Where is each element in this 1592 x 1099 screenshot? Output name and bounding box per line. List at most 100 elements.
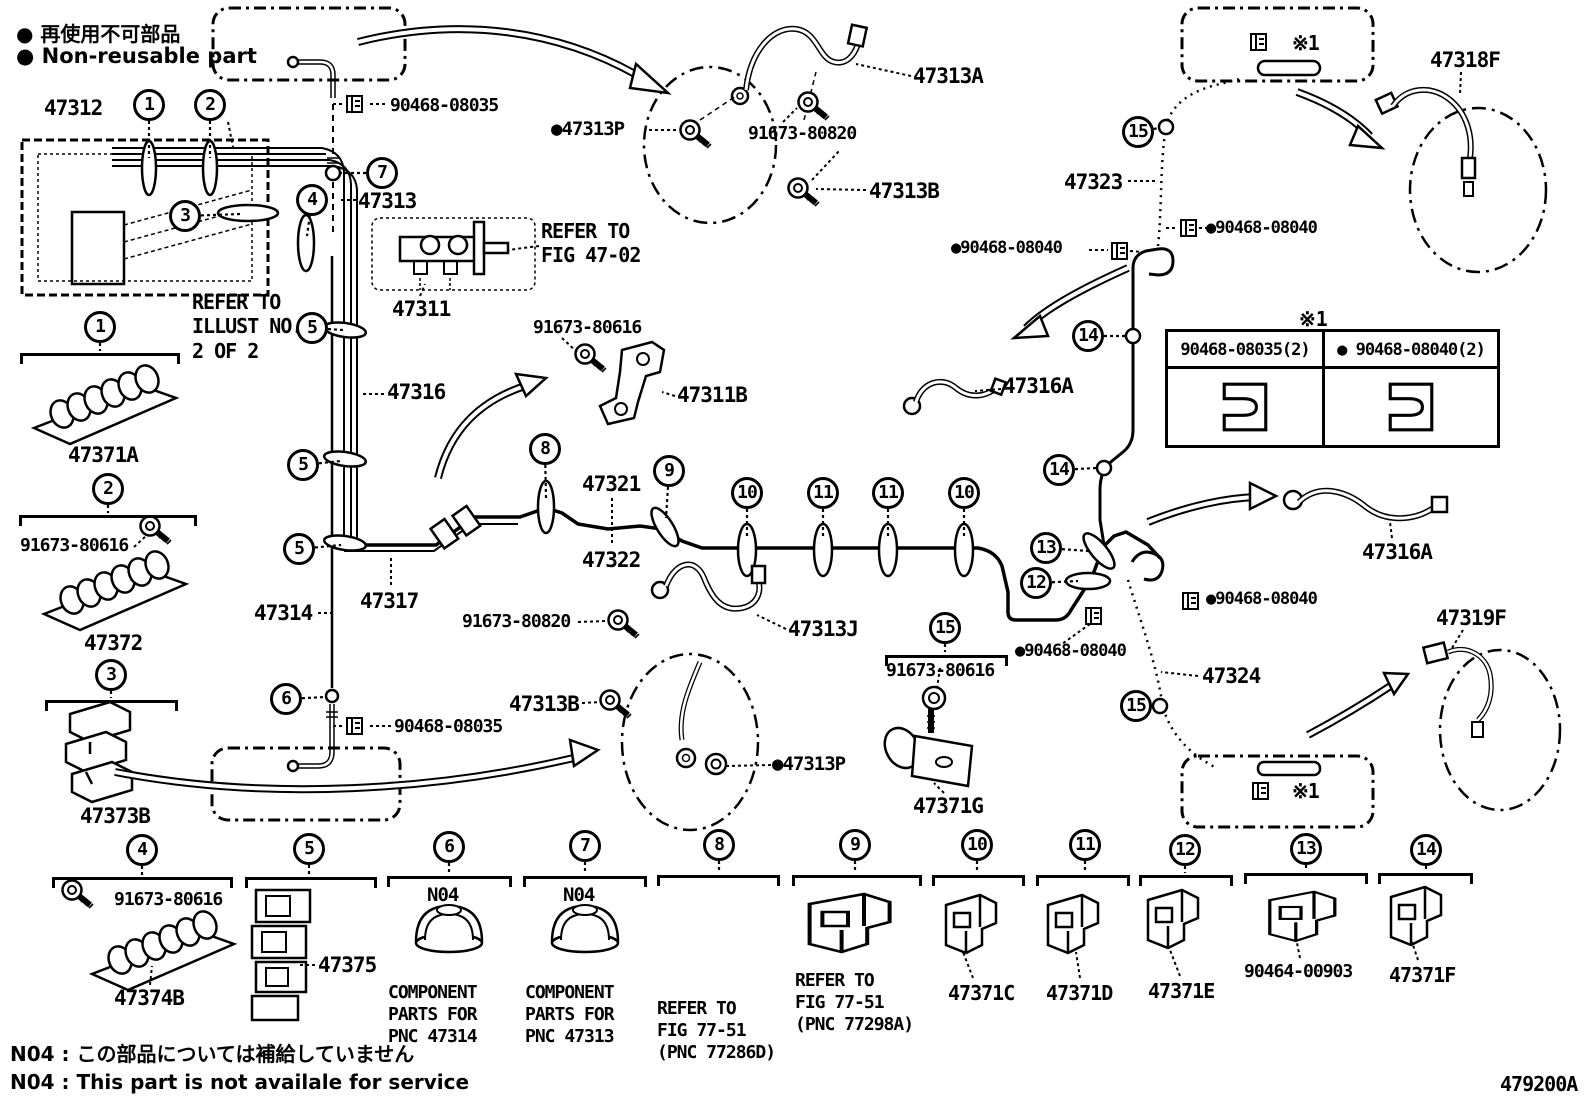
part-90468-08035-top[interactable]: 90468-08035	[390, 95, 499, 116]
part-47316A-upper[interactable]: 47316A	[1003, 374, 1074, 398]
callout-11[interactable]: 11	[807, 477, 839, 509]
callout-10[interactable]: 10	[961, 829, 993, 861]
callout-3[interactable]: 3	[169, 200, 201, 232]
part-90468-08035-low[interactable]: 90468-08035	[394, 716, 503, 737]
retainer-col1-label[interactable]: 90468-08035(2)	[1168, 332, 1322, 369]
part-91673-80616-15[interactable]: 91673-80616	[886, 660, 995, 681]
part-47313B-top[interactable]: 47313B	[869, 179, 940, 203]
ref-mark-bottom-box: ※1	[1292, 779, 1320, 803]
part-90464-00903[interactable]: 90464-00903	[1244, 961, 1353, 982]
part-47322[interactable]: 47322	[582, 548, 641, 572]
callout-15[interactable]: 15	[929, 612, 961, 644]
part-47311[interactable]: 47311	[392, 297, 451, 321]
part-47371G[interactable]: 47371G	[913, 794, 984, 818]
callout-8[interactable]: 8	[703, 829, 735, 861]
group-bracket-1	[19, 515, 197, 526]
callout-12[interactable]: 12	[1020, 567, 1052, 599]
group-bracket-0	[20, 353, 180, 364]
part-47313B-low[interactable]: 47313B	[509, 692, 580, 716]
part-90468-08040-center[interactable]: ●90468-08040	[1015, 641, 1127, 661]
callout-11[interactable]: 11	[872, 477, 904, 509]
part-90468-08040-topright[interactable]: ●90468-08040	[1206, 218, 1318, 238]
callout-14[interactable]: 14	[1072, 320, 1104, 352]
part-90468-08040-mid[interactable]: ●90468-08040	[951, 238, 1063, 258]
callout-7[interactable]: 7	[366, 157, 398, 189]
callout-2[interactable]: 2	[92, 473, 124, 505]
note-component-47313: COMPONENT PARTS FOR PNC 47313	[525, 982, 615, 1047]
callout-1[interactable]: 1	[84, 311, 116, 343]
part-47317[interactable]: 47317	[360, 589, 419, 613]
group-bracket-13	[1378, 873, 1473, 884]
part-90468-08040-lowright[interactable]: ●90468-08040	[1206, 589, 1318, 609]
part-47316[interactable]: 47316	[387, 380, 446, 404]
part-47313P-top[interactable]: ●47313P	[551, 118, 625, 140]
callout-5[interactable]: 5	[293, 833, 325, 865]
callout-5[interactable]: 5	[287, 449, 319, 481]
callout-3[interactable]: 3	[95, 659, 127, 691]
part-47324[interactable]: 47324	[1202, 664, 1261, 688]
part-47319F[interactable]: 47319F	[1436, 606, 1507, 630]
callout-5[interactable]: 5	[296, 312, 328, 344]
retainer-col2-uclip-icon	[1322, 369, 1497, 445]
note-component-47314: COMPONENT PARTS FOR PNC 47314	[388, 982, 478, 1047]
part-47375[interactable]: 47375	[318, 953, 377, 977]
callout-8[interactable]: 8	[529, 433, 561, 465]
part-91673-80616-g4[interactable]: 91673-80616	[114, 889, 223, 910]
footnote-n04-en: N04 : This part is not availale for serv…	[10, 1070, 470, 1094]
part-47313J[interactable]: 47313J	[788, 617, 859, 641]
callout-10[interactable]: 10	[948, 477, 980, 509]
callout-9[interactable]: 9	[653, 455, 685, 487]
part-47371A[interactable]: 47371A	[68, 443, 139, 467]
part-47316A-right[interactable]: 47316A	[1362, 540, 1433, 564]
group-bracket-10	[1036, 875, 1130, 886]
callout-6[interactable]: 6	[433, 831, 465, 863]
callout-6[interactable]: 6	[270, 683, 302, 715]
group-bracket-6	[523, 876, 647, 887]
callout-1[interactable]: 1	[133, 89, 165, 121]
callout-15[interactable]: 15	[1120, 690, 1152, 722]
part-91673-80820-top[interactable]: 91673-80820	[748, 123, 857, 144]
callout-13[interactable]: 13	[1030, 532, 1062, 564]
callout-14[interactable]: 14	[1410, 834, 1442, 866]
part-47313A[interactable]: 47313A	[913, 64, 984, 88]
part-47371C[interactable]: 47371C	[948, 981, 1015, 1005]
callout-10[interactable]: 10	[731, 477, 763, 509]
callout-9[interactable]: 9	[839, 829, 871, 861]
part-47371E[interactable]: 47371E	[1148, 979, 1215, 1003]
note-refer-fig-47-02: REFER TO FIG 47-02	[541, 219, 641, 268]
part-47312[interactable]: 47312	[44, 96, 103, 120]
retainer-col2-label[interactable]: ● 90468-08040(2)	[1322, 332, 1497, 369]
part-91673-80820-low[interactable]: 91673-80820	[462, 611, 571, 632]
callout-11[interactable]: 11	[1069, 829, 1101, 861]
part-91673-80616-mid[interactable]: 91673-80616	[533, 317, 642, 338]
callout-2[interactable]: 2	[194, 89, 226, 121]
part-47314[interactable]: 47314	[254, 601, 313, 625]
callout-15[interactable]: 15	[1122, 116, 1154, 148]
callout-12[interactable]: 12	[1169, 834, 1201, 866]
part-47321[interactable]: 47321	[582, 472, 641, 496]
code-n04-g6: N04	[427, 884, 459, 906]
part-47318F[interactable]: 47318F	[1430, 48, 1501, 72]
callout-4[interactable]: 4	[126, 834, 158, 866]
part-47371F[interactable]: 47371F	[1389, 963, 1456, 987]
callout-leader	[301, 695, 327, 700]
part-47311B[interactable]: 47311B	[677, 383, 748, 407]
group-bracket-5	[387, 876, 512, 887]
label-leaders	[133, 63, 1464, 986]
part-47373B[interactable]: 47373B	[80, 804, 151, 828]
part-91673-80616-left[interactable]: 91673-80616	[20, 535, 129, 556]
callout-5[interactable]: 5	[283, 533, 315, 565]
callout-4[interactable]: 4	[296, 184, 328, 216]
part-47374B[interactable]: 47374B	[114, 986, 185, 1010]
part-47313P-low[interactable]: ●47313P	[772, 753, 846, 775]
part-47371D[interactable]: 47371D	[1046, 981, 1113, 1005]
callout-14[interactable]: 14	[1043, 454, 1075, 486]
part-47372[interactable]: 47372	[84, 631, 143, 655]
callout-7[interactable]: 7	[569, 830, 601, 862]
callout-leader	[664, 486, 670, 519]
part-47323[interactable]: 47323	[1064, 170, 1123, 194]
callout-13[interactable]: 13	[1290, 833, 1322, 865]
part-47313[interactable]: 47313	[358, 189, 417, 213]
retainer-table-title: ※1	[1299, 307, 1328, 331]
